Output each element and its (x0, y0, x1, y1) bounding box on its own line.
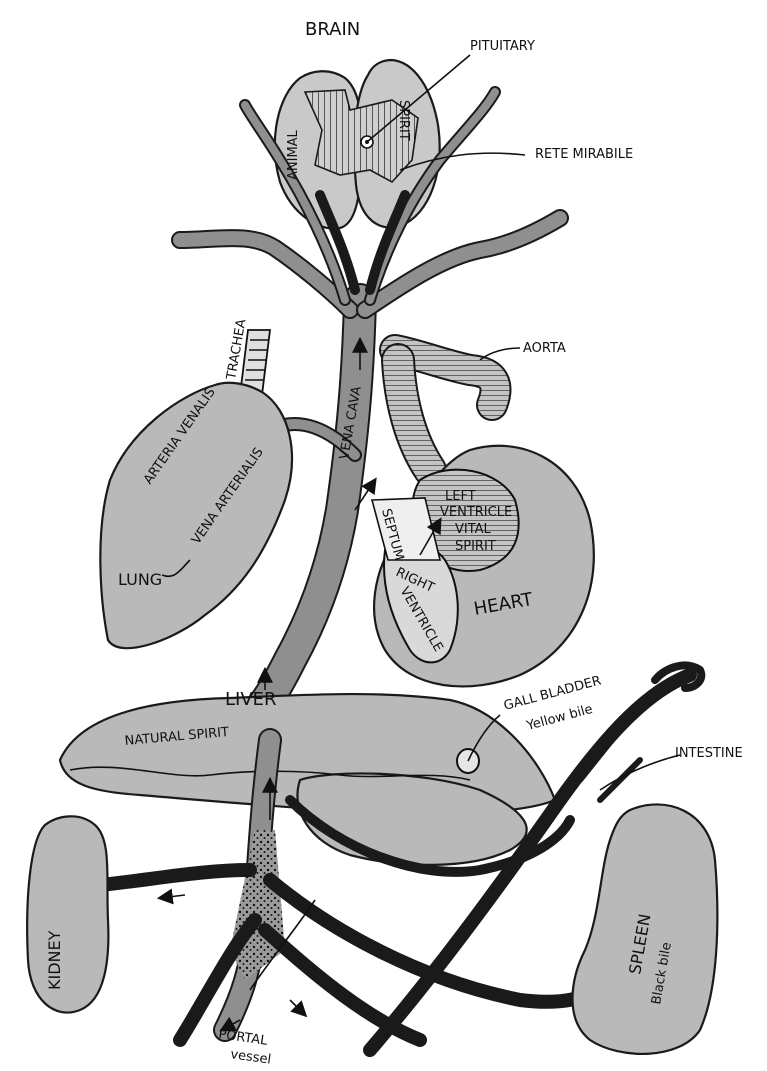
label-rete-mirabile: RETE MIRABILE (535, 147, 633, 162)
kidney (27, 816, 108, 1012)
label-left-ventricle: LEFT (445, 489, 476, 504)
intestine-rung-2 (600, 760, 640, 800)
label-lung: LUNG (118, 570, 162, 589)
heart (372, 446, 594, 687)
label-spirit: SPIRIT (396, 100, 411, 141)
liver (60, 694, 555, 865)
label-vital: VITAL (455, 522, 492, 537)
label-vital-spirit: SPIRIT (455, 539, 496, 554)
portal-dotted-region (230, 830, 285, 980)
label-brain: BRAIN (305, 19, 360, 40)
label-pituitary: PITUITARY (470, 39, 535, 54)
label-intestine: INTESTINE (675, 746, 743, 761)
label-vessel: vessel (229, 1047, 272, 1068)
label-kidney: KIDNEY (45, 930, 64, 990)
label-left-ventricle-2: VENTRICLE (440, 505, 512, 520)
label-yellow-bile: Yellow bile (524, 702, 594, 734)
label-portal: PORTAL (217, 1027, 269, 1049)
label-aorta: AORTA (523, 341, 566, 356)
renal-vessel (100, 870, 250, 885)
label-animal: ANIMAL (286, 129, 301, 180)
label-liver: LIVER (225, 689, 277, 710)
arrow-descending-right (290, 1000, 305, 1015)
arrow-kidney (160, 895, 185, 898)
